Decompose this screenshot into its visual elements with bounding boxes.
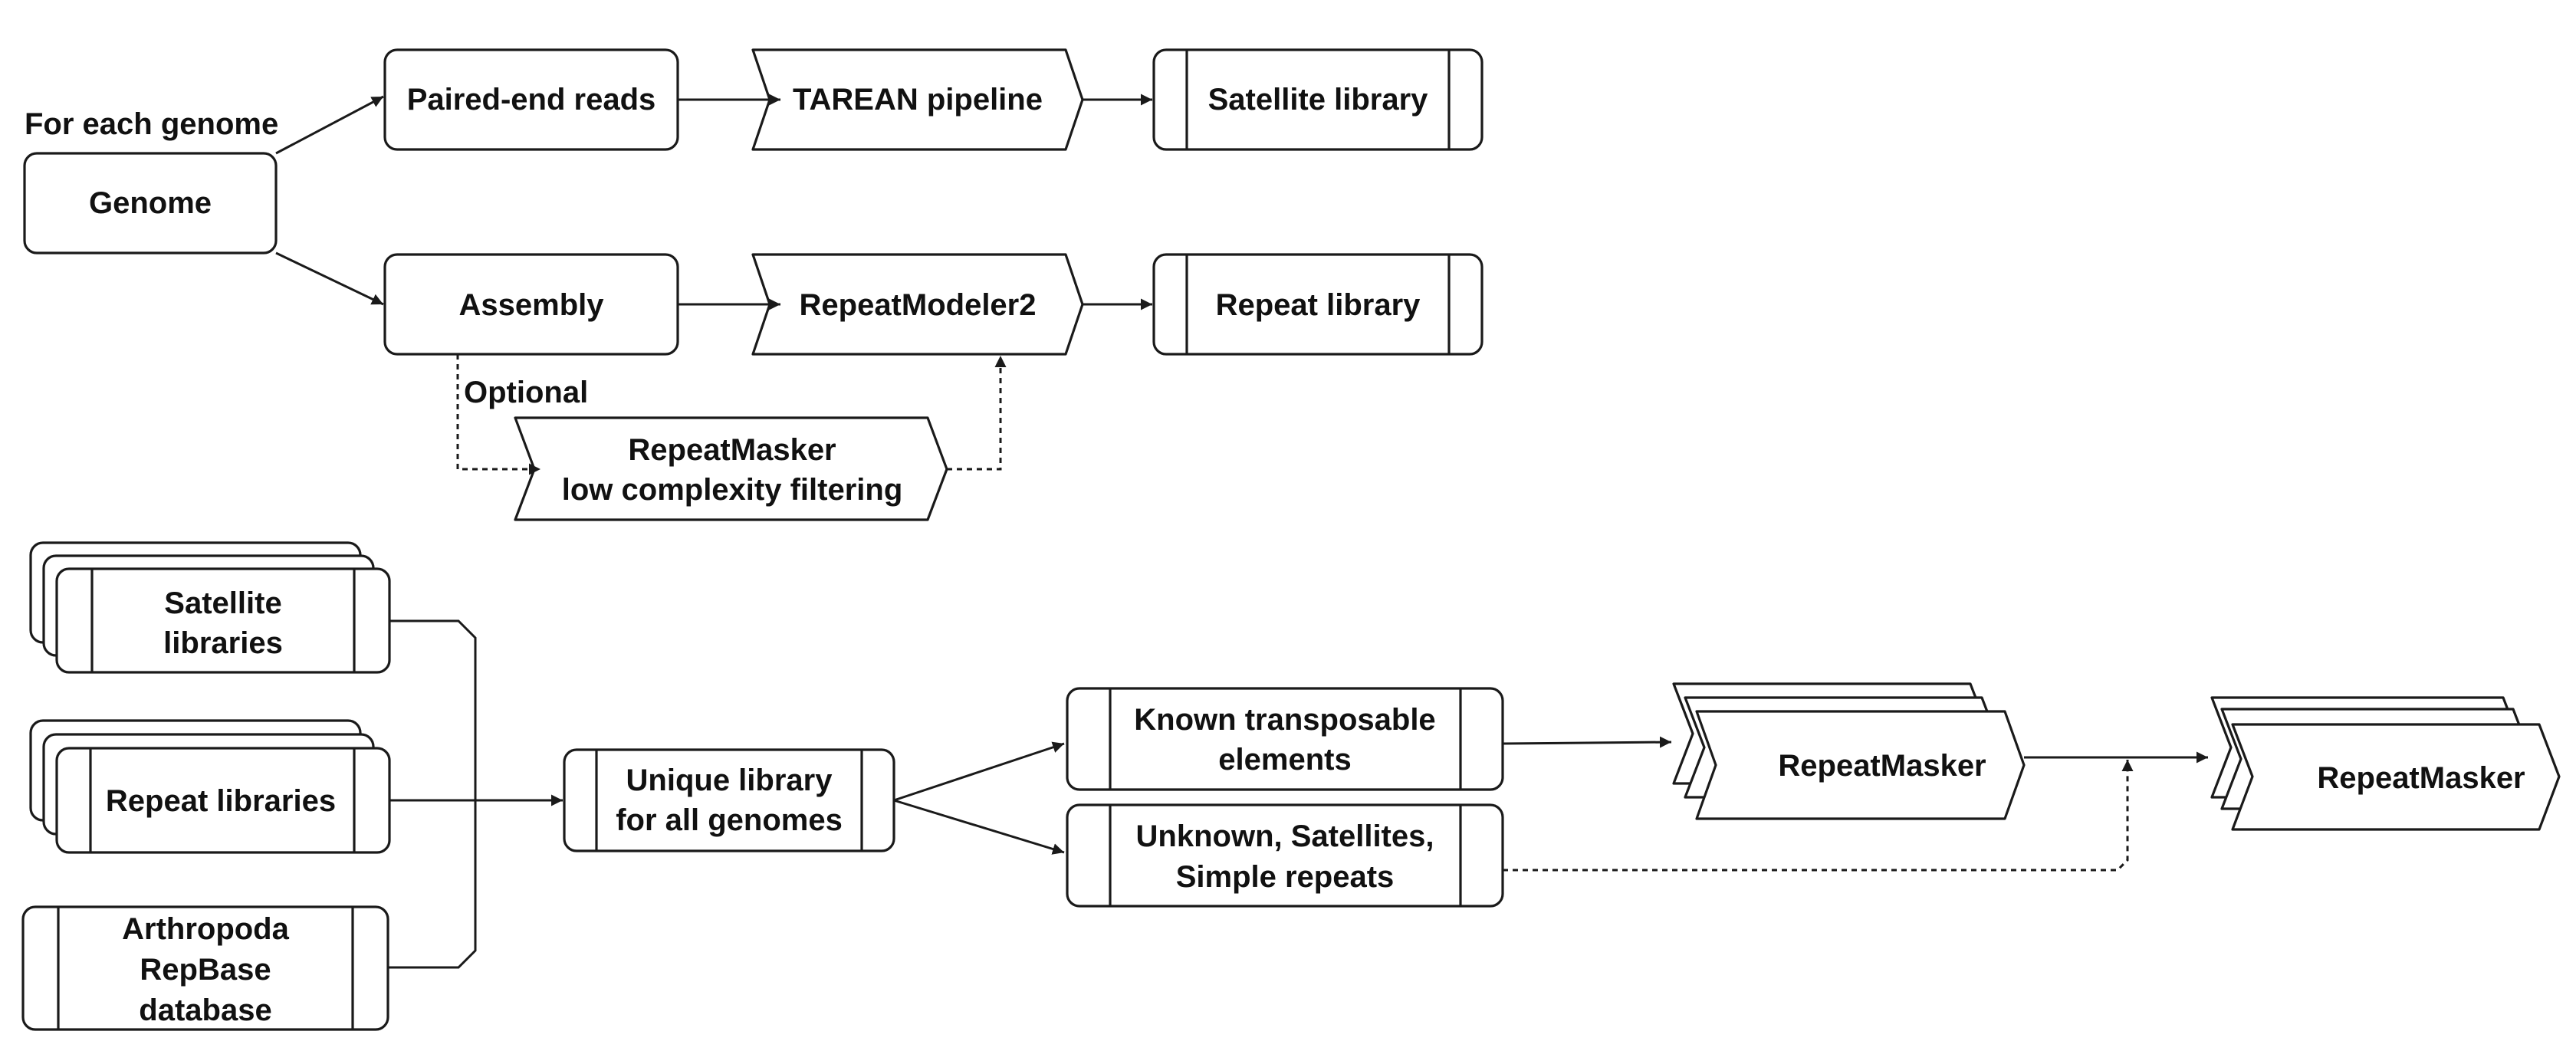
satellite-libraries-label-line1: Satellite (164, 586, 281, 620)
edge-genome-to-assembly (275, 251, 384, 306)
edge-known-to-rm1 (1502, 736, 1672, 748)
edge-unique-to-known (893, 741, 1065, 802)
genome-node: Genome (23, 152, 278, 255)
repeatmasker-filter-node: RepeatMasker low complexity filtering (514, 416, 948, 521)
assembly-label: Assembly (459, 288, 605, 322)
bottom-edges (388, 619, 2208, 969)
paired-end-reads-label: Paired-end reads (407, 83, 656, 117)
edge-unique-to-unknown (893, 799, 1065, 855)
satellite-libraries-label-line2: libraries (163, 626, 283, 660)
genome-label: Genome (89, 186, 212, 220)
edge-filter-to-rm2 (947, 356, 1007, 471)
repeat-libraries-node: Repeat libraries (29, 719, 391, 854)
edge-arthropoda-to-merge (388, 800, 477, 969)
unknown-sat-simple-label-line2: Simple repeats (1176, 860, 1395, 894)
edge-unknown-to-rm2 (1503, 760, 2134, 872)
edge-genome-to-reads (275, 95, 384, 155)
repeatmasker-1-label: RepeatMasker (1778, 749, 1986, 783)
known-te-node: Known transposable elements (1066, 687, 1504, 791)
repeatmasker-2-node: RepeatMasker (2210, 696, 2561, 831)
satellite-libraries-node: Satellite libraries (29, 541, 391, 674)
edge-satlibs-to-merge (389, 619, 477, 800)
known-te-label-line1: Known transposable (1134, 703, 1435, 737)
repeat-libraries-label: Repeat libraries (106, 784, 336, 818)
unique-library-label-line1: Unique library (626, 764, 833, 797)
arthropoda-label-line1: Arthropoda (122, 912, 290, 946)
repeatmodeler2-node: RepeatModeler2 (751, 253, 1084, 356)
unique-library-node: Unique library for all genomes (563, 748, 895, 852)
for-each-genome-label: For each genome (25, 107, 278, 141)
repeatmodeler2-label: RepeatModeler2 (800, 288, 1037, 322)
tarean-pipeline-label: TAREAN pipeline (793, 83, 1043, 117)
top-edges (275, 94, 1152, 475)
optional-label: Optional (464, 376, 588, 409)
repeatmasker-filter-label-line1: RepeatMasker (628, 433, 836, 467)
edge-assembly-to-filter (456, 354, 540, 475)
unknown-sat-simple-node: Unknown, Satellites, Simple repeats (1066, 803, 1504, 908)
repeatmasker-1-node: RepeatMasker (1672, 682, 2026, 820)
satellite-library-label: Satellite library (1208, 83, 1429, 117)
repeatmasker-2-label: RepeatMasker (2317, 761, 2525, 795)
known-te-label-line2: elements (1218, 743, 1351, 777)
repeat-library-node: Repeat library (1152, 253, 1484, 356)
unique-library-label-line2: for all genomes (616, 803, 843, 837)
repeatmasker-filter-label-line2: low complexity filtering (562, 473, 903, 507)
paired-end-reads-node: Paired-end reads (383, 48, 679, 151)
arthropoda-label-line2: RepBase (140, 953, 271, 987)
unknown-sat-simple-label-line1: Unknown, Satellites, (1136, 819, 1434, 853)
arthropoda-repbase-node: Arthropoda RepBase database (21, 905, 389, 1031)
repeat-library-label: Repeat library (1216, 288, 1421, 322)
satellite-library-node: Satellite library (1152, 48, 1484, 151)
assembly-node: Assembly (383, 253, 679, 356)
tarean-pipeline-node: TAREAN pipeline (751, 48, 1084, 151)
arthropoda-label-line3: database (139, 994, 271, 1027)
